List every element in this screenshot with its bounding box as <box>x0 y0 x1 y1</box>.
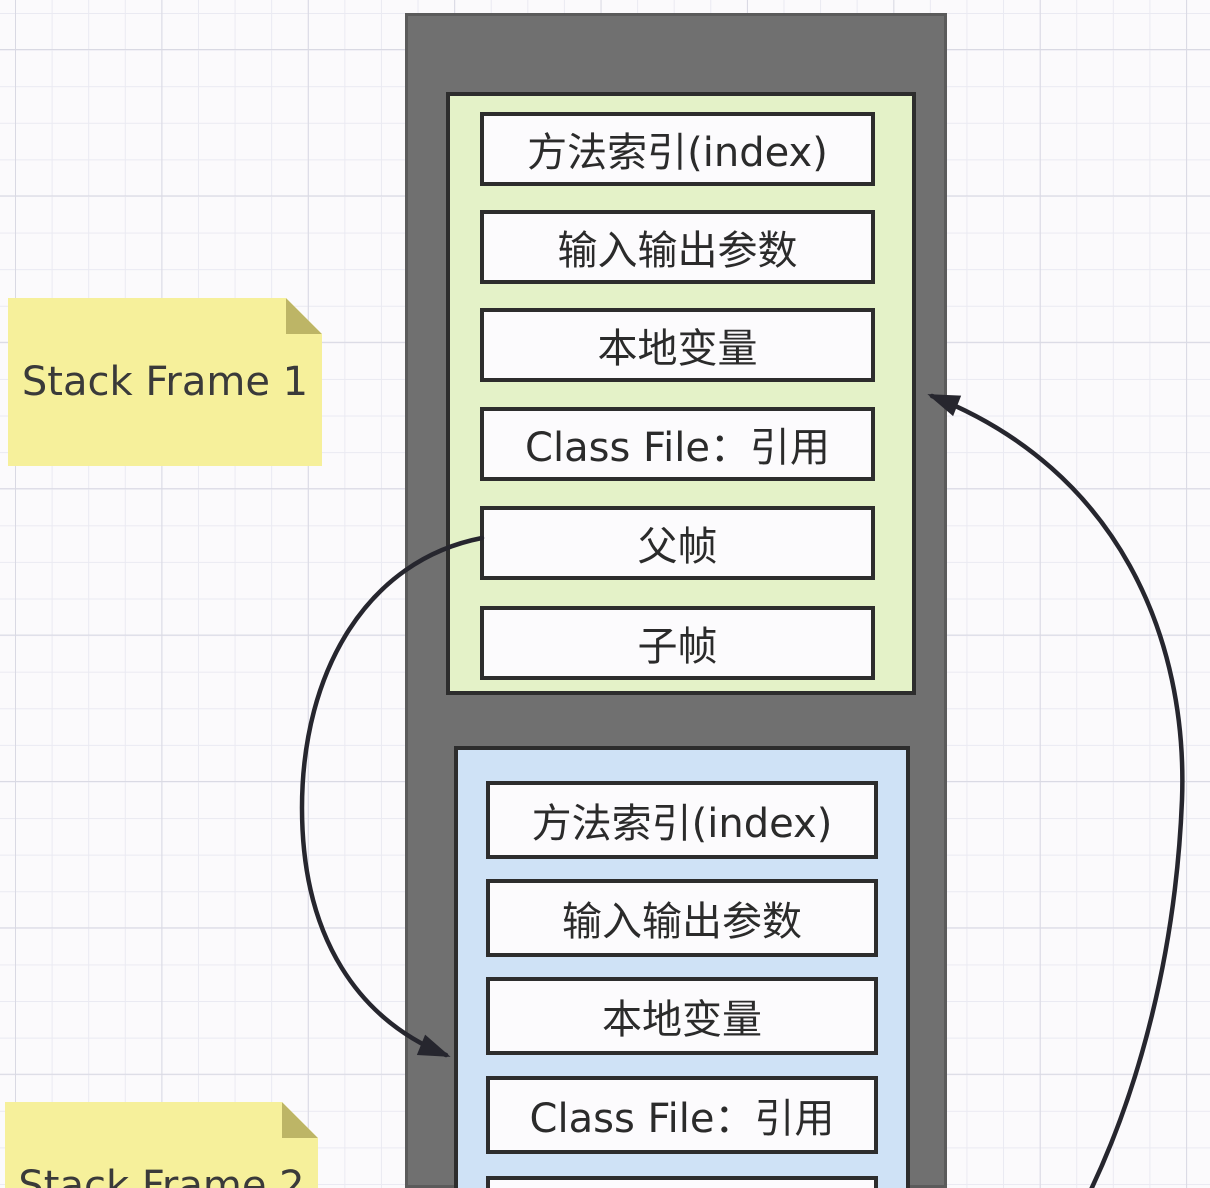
frame2-method-index-box: 方法索引(index) <box>486 781 878 859</box>
frame1-parent-frame-label: 父帧 <box>637 524 718 570</box>
frame1-classfile-ref-label: Class File：引用 <box>525 425 830 471</box>
stack-frame-2: 方法索引(index) 输入输出参数 本地变量 Class File：引用 <box>454 746 910 1188</box>
frame2-io-params-label: 输入输出参数 <box>562 899 802 945</box>
frame1-parent-frame-box: 父帧 <box>480 506 875 580</box>
arrow-parent-frame-up <box>927 393 1185 1188</box>
sticky-note-frame1: Stack Frame 1 <box>8 298 322 466</box>
sticky-note-frame1-label: Stack Frame 1 <box>21 359 309 405</box>
frame2-local-vars-label: 本地变量 <box>602 997 762 1043</box>
frame2-classfile-ref-box: Class File：引用 <box>486 1076 878 1154</box>
frame1-method-index-box: 方法索引(index) <box>480 112 875 186</box>
sticky-note-frame2: Stack Frame 2 <box>5 1102 318 1188</box>
frame1-local-vars-box: 本地变量 <box>480 308 875 382</box>
frame1-classfile-ref-box: Class File：引用 <box>480 407 875 481</box>
frame2-classfile-ref-label: Class File：引用 <box>529 1096 835 1142</box>
frame1-local-vars-label: 本地变量 <box>597 326 758 372</box>
frame1-io-params-box: 输入输出参数 <box>480 210 875 284</box>
frame1-child-frame-label: 子帧 <box>637 624 718 670</box>
note-folded-corner-icon <box>282 1102 318 1138</box>
frame2-io-params-box: 输入输出参数 <box>486 879 878 957</box>
frame2-method-index-label: 方法索引(index) <box>531 801 833 847</box>
sticky-note-frame2-label: Stack Frame 2 <box>18 1163 305 1188</box>
note-folded-corner-icon <box>286 298 322 334</box>
frame2-local-vars-box: 本地变量 <box>486 977 878 1055</box>
frame2-parent-frame-box <box>486 1176 878 1188</box>
frame1-io-params-label: 输入输出参数 <box>557 228 798 274</box>
stack-frame-1: 方法索引(index) 输入输出参数 本地变量 Class File：引用 父帧… <box>446 92 916 695</box>
frame1-method-index-label: 方法索引(index) <box>527 130 828 176</box>
frame1-child-frame-box: 子帧 <box>480 606 875 680</box>
